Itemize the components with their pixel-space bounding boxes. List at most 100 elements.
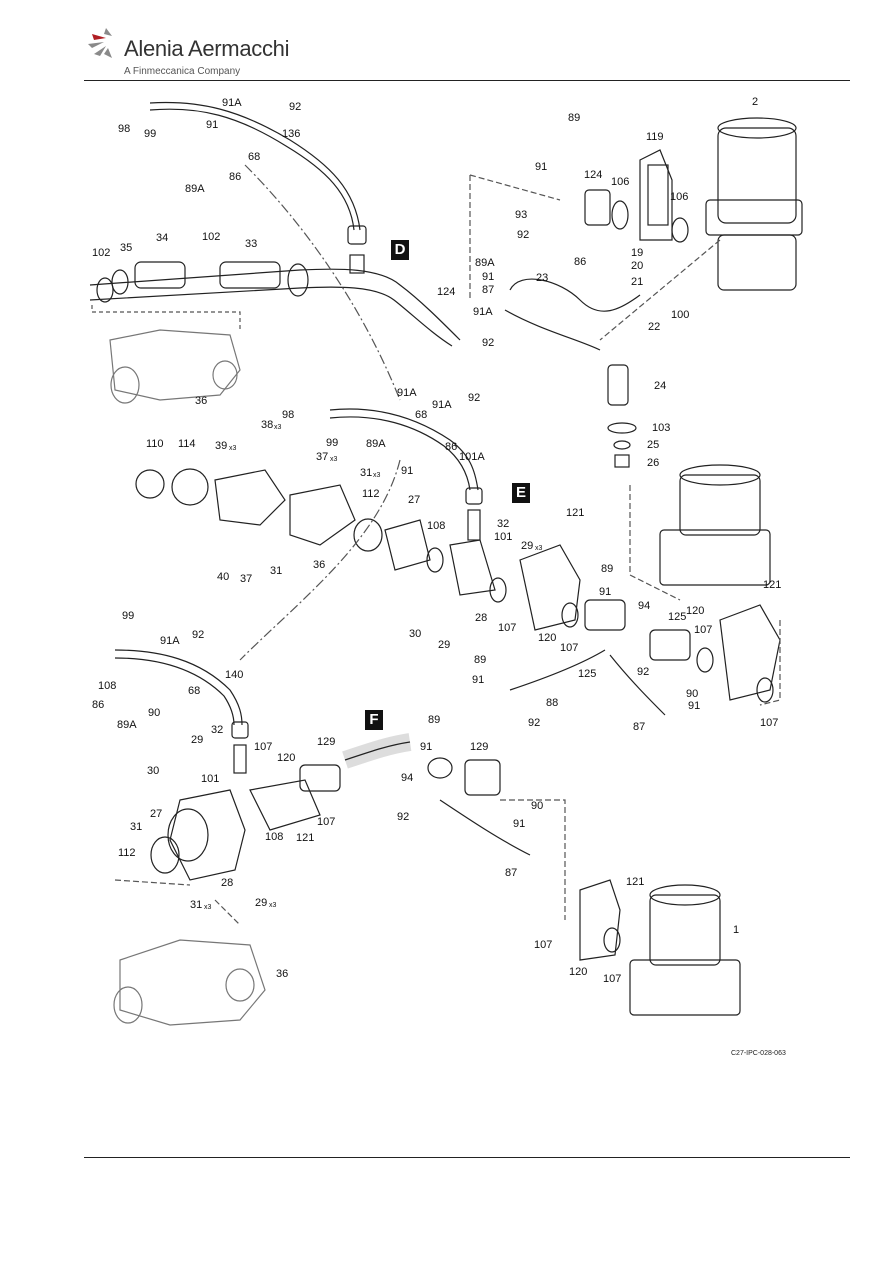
callout: 89 (601, 563, 613, 575)
callout: 33 (245, 238, 257, 250)
callout: 87 (505, 867, 517, 879)
callout: 30 (409, 628, 421, 640)
document-header: Alenia Aermacchi A Finmeccanica Company (0, 0, 893, 82)
callout: 92 (482, 337, 494, 349)
callout: 32 (497, 518, 509, 530)
callout: 107 (603, 973, 621, 985)
callout: 26 (647, 457, 659, 469)
callout: 32 (211, 724, 223, 736)
brand-name: Alenia Aermacchi (124, 36, 290, 61)
footer-rule (84, 1157, 850, 1158)
callout: 108 (427, 520, 445, 532)
callout: 86 (445, 441, 457, 453)
callout: 120 (277, 752, 295, 764)
callout: 121 (296, 832, 314, 844)
zone-marker-f: F (365, 710, 383, 730)
callout: 121 (763, 579, 781, 591)
svg-text:x3: x3 (229, 445, 237, 452)
callout: 99 (144, 128, 156, 140)
callout: 40 (217, 571, 229, 583)
callout: 37 (240, 573, 252, 585)
brand-tagline: A Finmeccanica Company (124, 66, 241, 77)
callout: 21 (631, 276, 643, 288)
callout: 86 (574, 256, 586, 268)
callout: 91 (482, 271, 494, 283)
svg-text:x3: x3 (373, 472, 381, 479)
callout: 35 (120, 242, 132, 254)
svg-text:x3: x3 (274, 424, 282, 431)
callout: 93 (515, 209, 527, 221)
callout: 34 (156, 232, 168, 244)
callout: 36 (313, 559, 325, 571)
callout: 106 (670, 191, 688, 203)
callout: 140 (225, 669, 243, 681)
callout: 107 (534, 939, 552, 951)
callout: 89 (474, 654, 486, 666)
callout: 124 (584, 169, 602, 181)
callout: 108 (98, 680, 116, 692)
callout: 92 (517, 229, 529, 241)
callout: 91 (599, 586, 611, 598)
callout: 89A (185, 183, 205, 195)
callout: 88 (546, 697, 558, 709)
callout: 92 (397, 811, 409, 823)
callout: 124 (437, 286, 455, 298)
callout: 129 (470, 741, 488, 753)
callout: 112 (362, 488, 380, 500)
callout: 99 (326, 437, 338, 449)
zone-marker-d: D (391, 240, 409, 260)
callout: 27 (408, 494, 420, 506)
svg-text:x3: x3 (204, 904, 212, 911)
callout: 91 (206, 119, 218, 131)
callout: 22 (648, 321, 660, 333)
callout-labels: 98 99 91A 92 91 136 68 86 89A 102 35 34 … (92, 96, 781, 985)
callout: 92 (468, 392, 480, 404)
figure-reference: C27-IPC-028-063 (731, 1050, 786, 1057)
callout: 121 (626, 876, 644, 888)
callout: 91A (160, 635, 180, 647)
callout: 110 (146, 438, 164, 450)
callout: 29 (191, 734, 203, 746)
callout: 89A (366, 438, 386, 450)
callout: 99 (122, 610, 134, 622)
callout: 37 (316, 451, 328, 463)
callout: 89A (117, 719, 137, 731)
callout: 100 (671, 309, 689, 321)
callout: 102 (92, 247, 110, 259)
callout: 107 (498, 622, 516, 634)
callout: 92 (289, 101, 301, 113)
callout: 119 (646, 131, 664, 143)
callout: 91 (420, 741, 432, 753)
callout: 114 (178, 438, 196, 450)
callout: 38 (261, 419, 273, 431)
callout: 108 (265, 831, 283, 843)
zone-marker-e: E (512, 483, 530, 503)
callout: 107 (760, 717, 778, 729)
callout: 120 (538, 632, 556, 644)
callout: 129 (317, 736, 335, 748)
callout: 90 (531, 800, 543, 812)
callout: 120 (569, 966, 587, 978)
callout: 136 (282, 128, 300, 140)
callout: 101 (201, 773, 219, 785)
callout: 68 (415, 409, 427, 421)
callout: 92 (528, 717, 540, 729)
callout: 39 (215, 440, 227, 452)
callout: 91 (472, 674, 484, 686)
callout: 31 (130, 821, 142, 833)
callout: 68 (248, 151, 260, 163)
callout: 91 (688, 700, 700, 712)
callout: 27 (150, 808, 162, 820)
callout: 68 (188, 685, 200, 697)
callout: 102 (202, 231, 220, 243)
callout: 86 (92, 699, 104, 711)
callout: 36 (276, 968, 288, 980)
callout: 36 (195, 395, 207, 407)
callout: 25 (647, 439, 659, 451)
callout: 94 (638, 600, 650, 612)
callout: 107 (317, 816, 335, 828)
callout: 1 (733, 924, 739, 936)
callout: 101A (459, 451, 485, 463)
callout: 94 (401, 772, 413, 784)
